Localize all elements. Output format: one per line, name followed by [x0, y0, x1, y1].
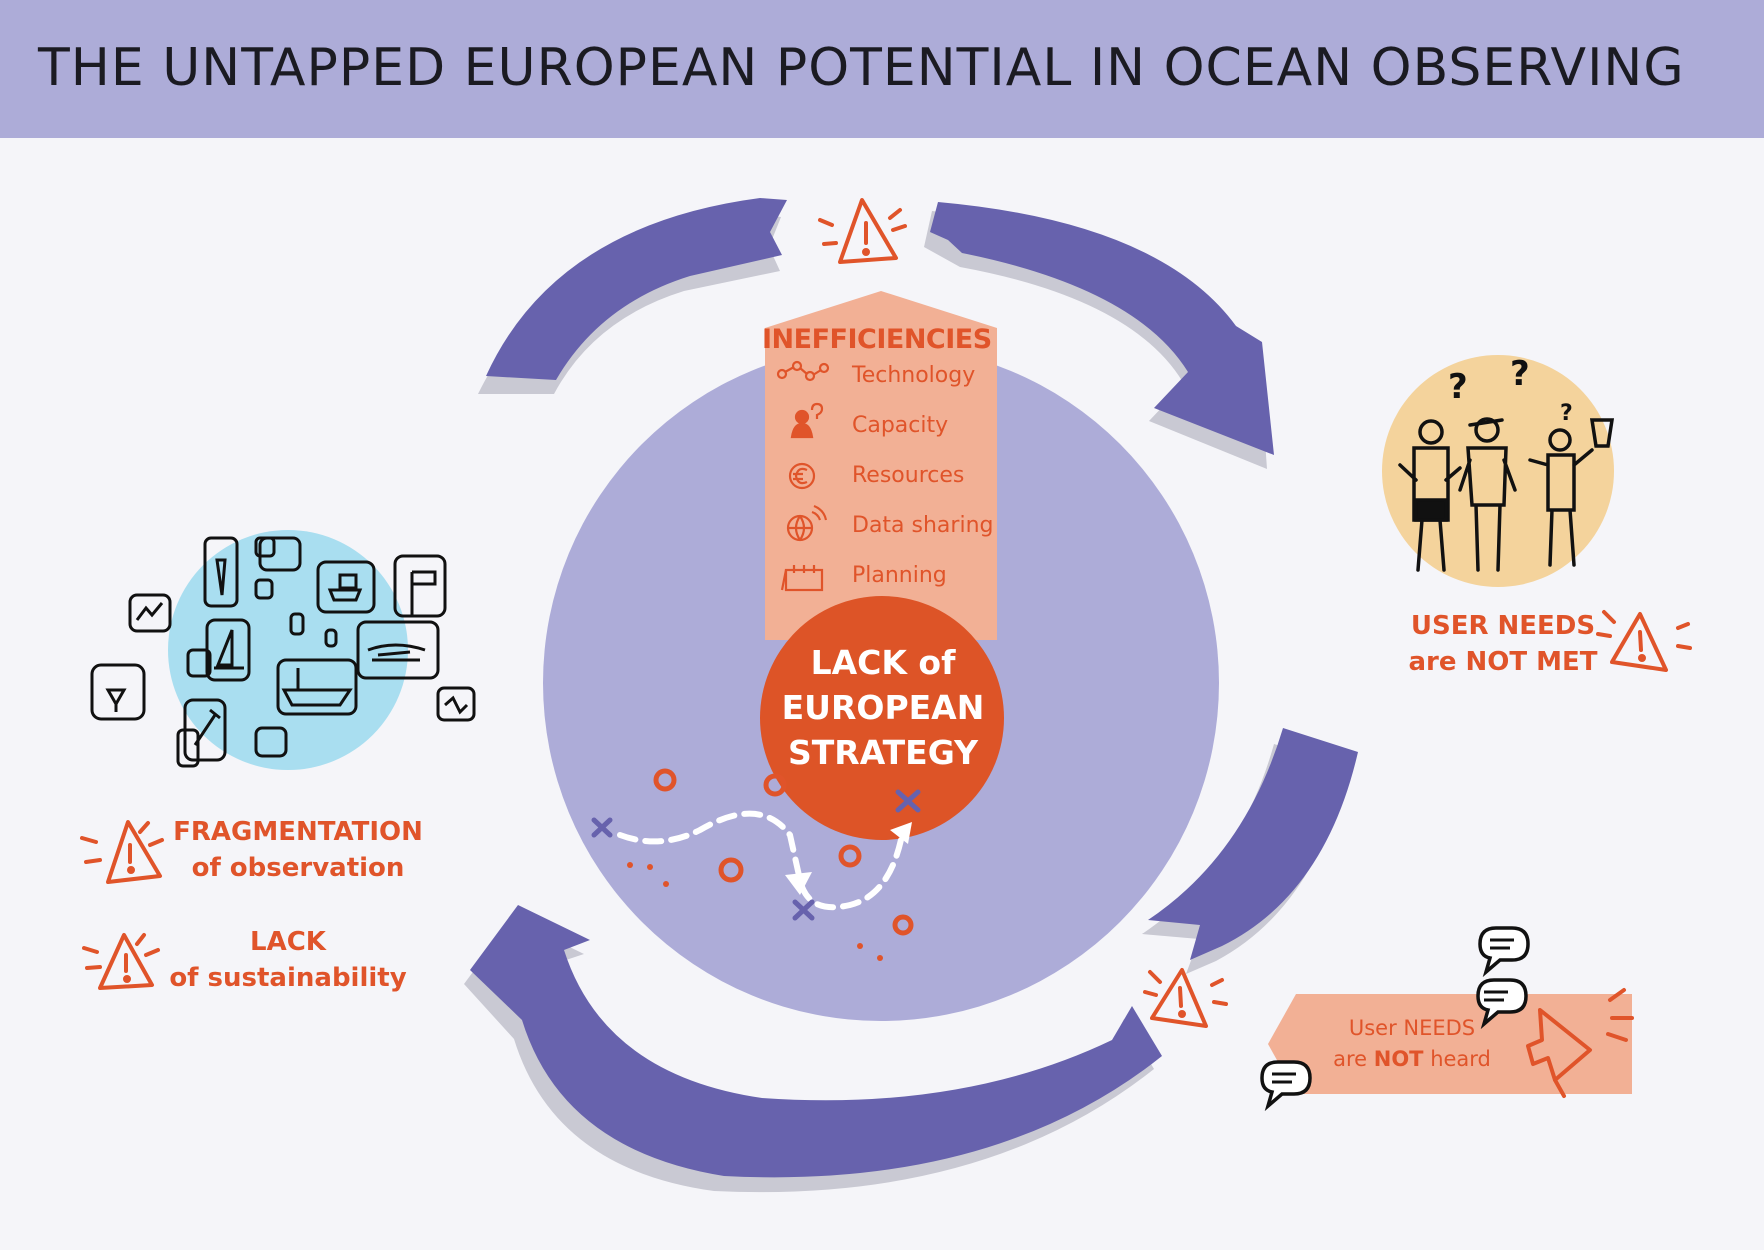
- arrow-top-left: [486, 198, 787, 380]
- question-mark-icon: ?: [1560, 401, 1573, 426]
- needs-heard-pre: are: [1333, 1047, 1374, 1071]
- calendar-icon: [780, 565, 824, 592]
- fragmentation-label: FRAGMENTATION of observation: [168, 814, 428, 886]
- core-line-1: LACK of: [810, 643, 956, 682]
- sustainability-label: LACK of sustainability: [168, 924, 408, 996]
- warning-icon-fragmentation: [80, 820, 164, 884]
- fragmentation-line-2: of observation: [191, 853, 405, 883]
- people-sketch: [1398, 417, 1615, 572]
- sustainability-line-1: LACK: [250, 927, 326, 957]
- warning-icon-top: [818, 198, 907, 264]
- core-line-2: EUROPEAN: [781, 688, 985, 727]
- inefficiency-data-sharing: Data sharing: [852, 513, 994, 538]
- person-question-icon: [790, 402, 824, 439]
- megaphone-icon: [1526, 988, 1634, 1098]
- inefficiencies-panel: [765, 291, 997, 640]
- inefficiency-planning: Planning: [852, 563, 947, 588]
- warning-icon-bottom: [1143, 968, 1228, 1028]
- fragmentation-line-1: FRAGMENTATION: [173, 817, 423, 847]
- core-label: LACK of EUROPEAN STRATEGY: [762, 640, 1004, 775]
- needs-heard-bold: NOT: [1373, 1047, 1424, 1071]
- question-mark-icon: ?: [1448, 367, 1468, 407]
- inefficiency-capacity: Capacity: [852, 413, 949, 438]
- needs-heard-line-1: User NEEDS: [1348, 1016, 1476, 1040]
- needs-met-line-1: USER NEEDS: [1410, 611, 1596, 641]
- strategy-circle: [760, 596, 1004, 840]
- speech-bubble-icon: [1260, 926, 1530, 1112]
- user-needs-not-met-label: USER NEEDS are NOT MET: [1398, 608, 1608, 680]
- network-icon: [776, 360, 830, 382]
- page-title: THE UNTAPPED EUROPEAN POTENTIAL IN OCEAN…: [38, 38, 1685, 98]
- inefficiencies-title: INEFFICIENCIES: [762, 324, 992, 355]
- warning-icon-sustainability: [82, 933, 160, 990]
- question-mark-icon: ?: [1510, 354, 1530, 394]
- arrow-bottom: [470, 905, 1162, 1178]
- core-line-3: STRATEGY: [788, 733, 978, 772]
- arrow-right: [1148, 728, 1358, 960]
- arrow-top-right: [930, 202, 1274, 455]
- sustainability-line-2: of sustainability: [169, 963, 407, 993]
- wandering-path: [617, 810, 905, 911]
- inefficiency-resources: Resources: [852, 463, 965, 488]
- euro-icon: [788, 462, 816, 490]
- sketch-icons: [90, 536, 476, 768]
- title-banner: THE UNTAPPED EUROPEAN POTENTIAL IN OCEAN…: [0, 0, 1764, 138]
- needs-met-line-2: are NOT MET: [1408, 647, 1598, 677]
- inefficiency-technology: Technology: [852, 363, 976, 388]
- user-needs-not-heard-label: User NEEDS are NOT heard: [1312, 1013, 1512, 1075]
- needs-heard-line-2: are NOT heard: [1312, 1044, 1512, 1075]
- globe-signal-icon: [786, 504, 828, 542]
- needs-heard-post: heard: [1423, 1047, 1491, 1071]
- warning-icon-users: [1596, 610, 1692, 672]
